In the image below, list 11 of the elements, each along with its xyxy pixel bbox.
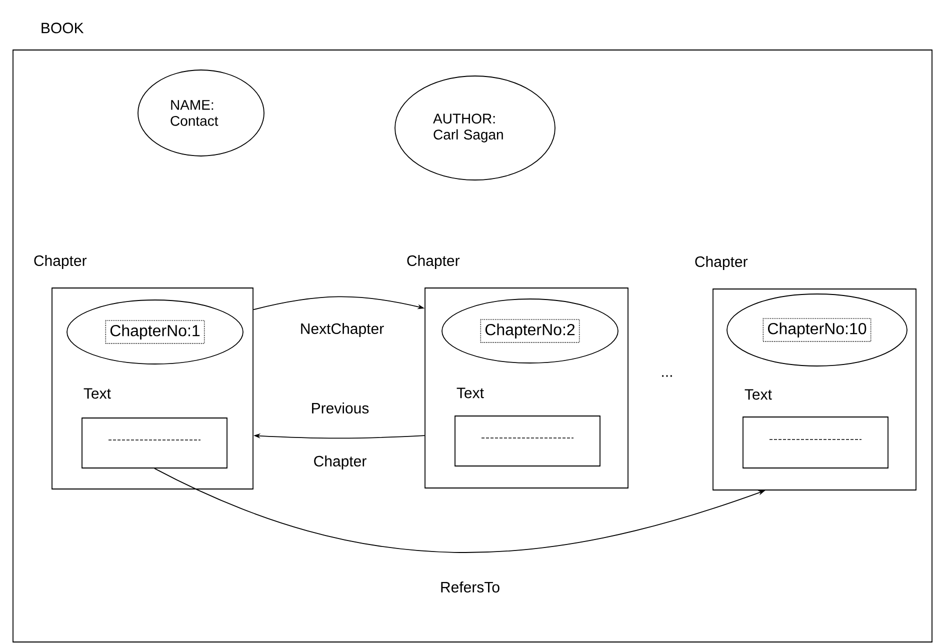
- node-label: Chapter: [695, 256, 748, 270]
- edge-label: NextChapter: [301, 323, 384, 337]
- edge-label: RefersTo: [441, 582, 500, 592]
- node-label: Chapter: [407, 255, 460, 269]
- text-box: [82, 418, 228, 468]
- node-label: Chapter: [34, 255, 87, 269]
- text-box: [454, 416, 600, 466]
- ellipsis-label: ...: [662, 375, 672, 377]
- edge-label: Previous Chapter: [312, 402, 369, 470]
- text-box: [742, 416, 888, 468]
- node-label: BOOK: [42, 22, 84, 34]
